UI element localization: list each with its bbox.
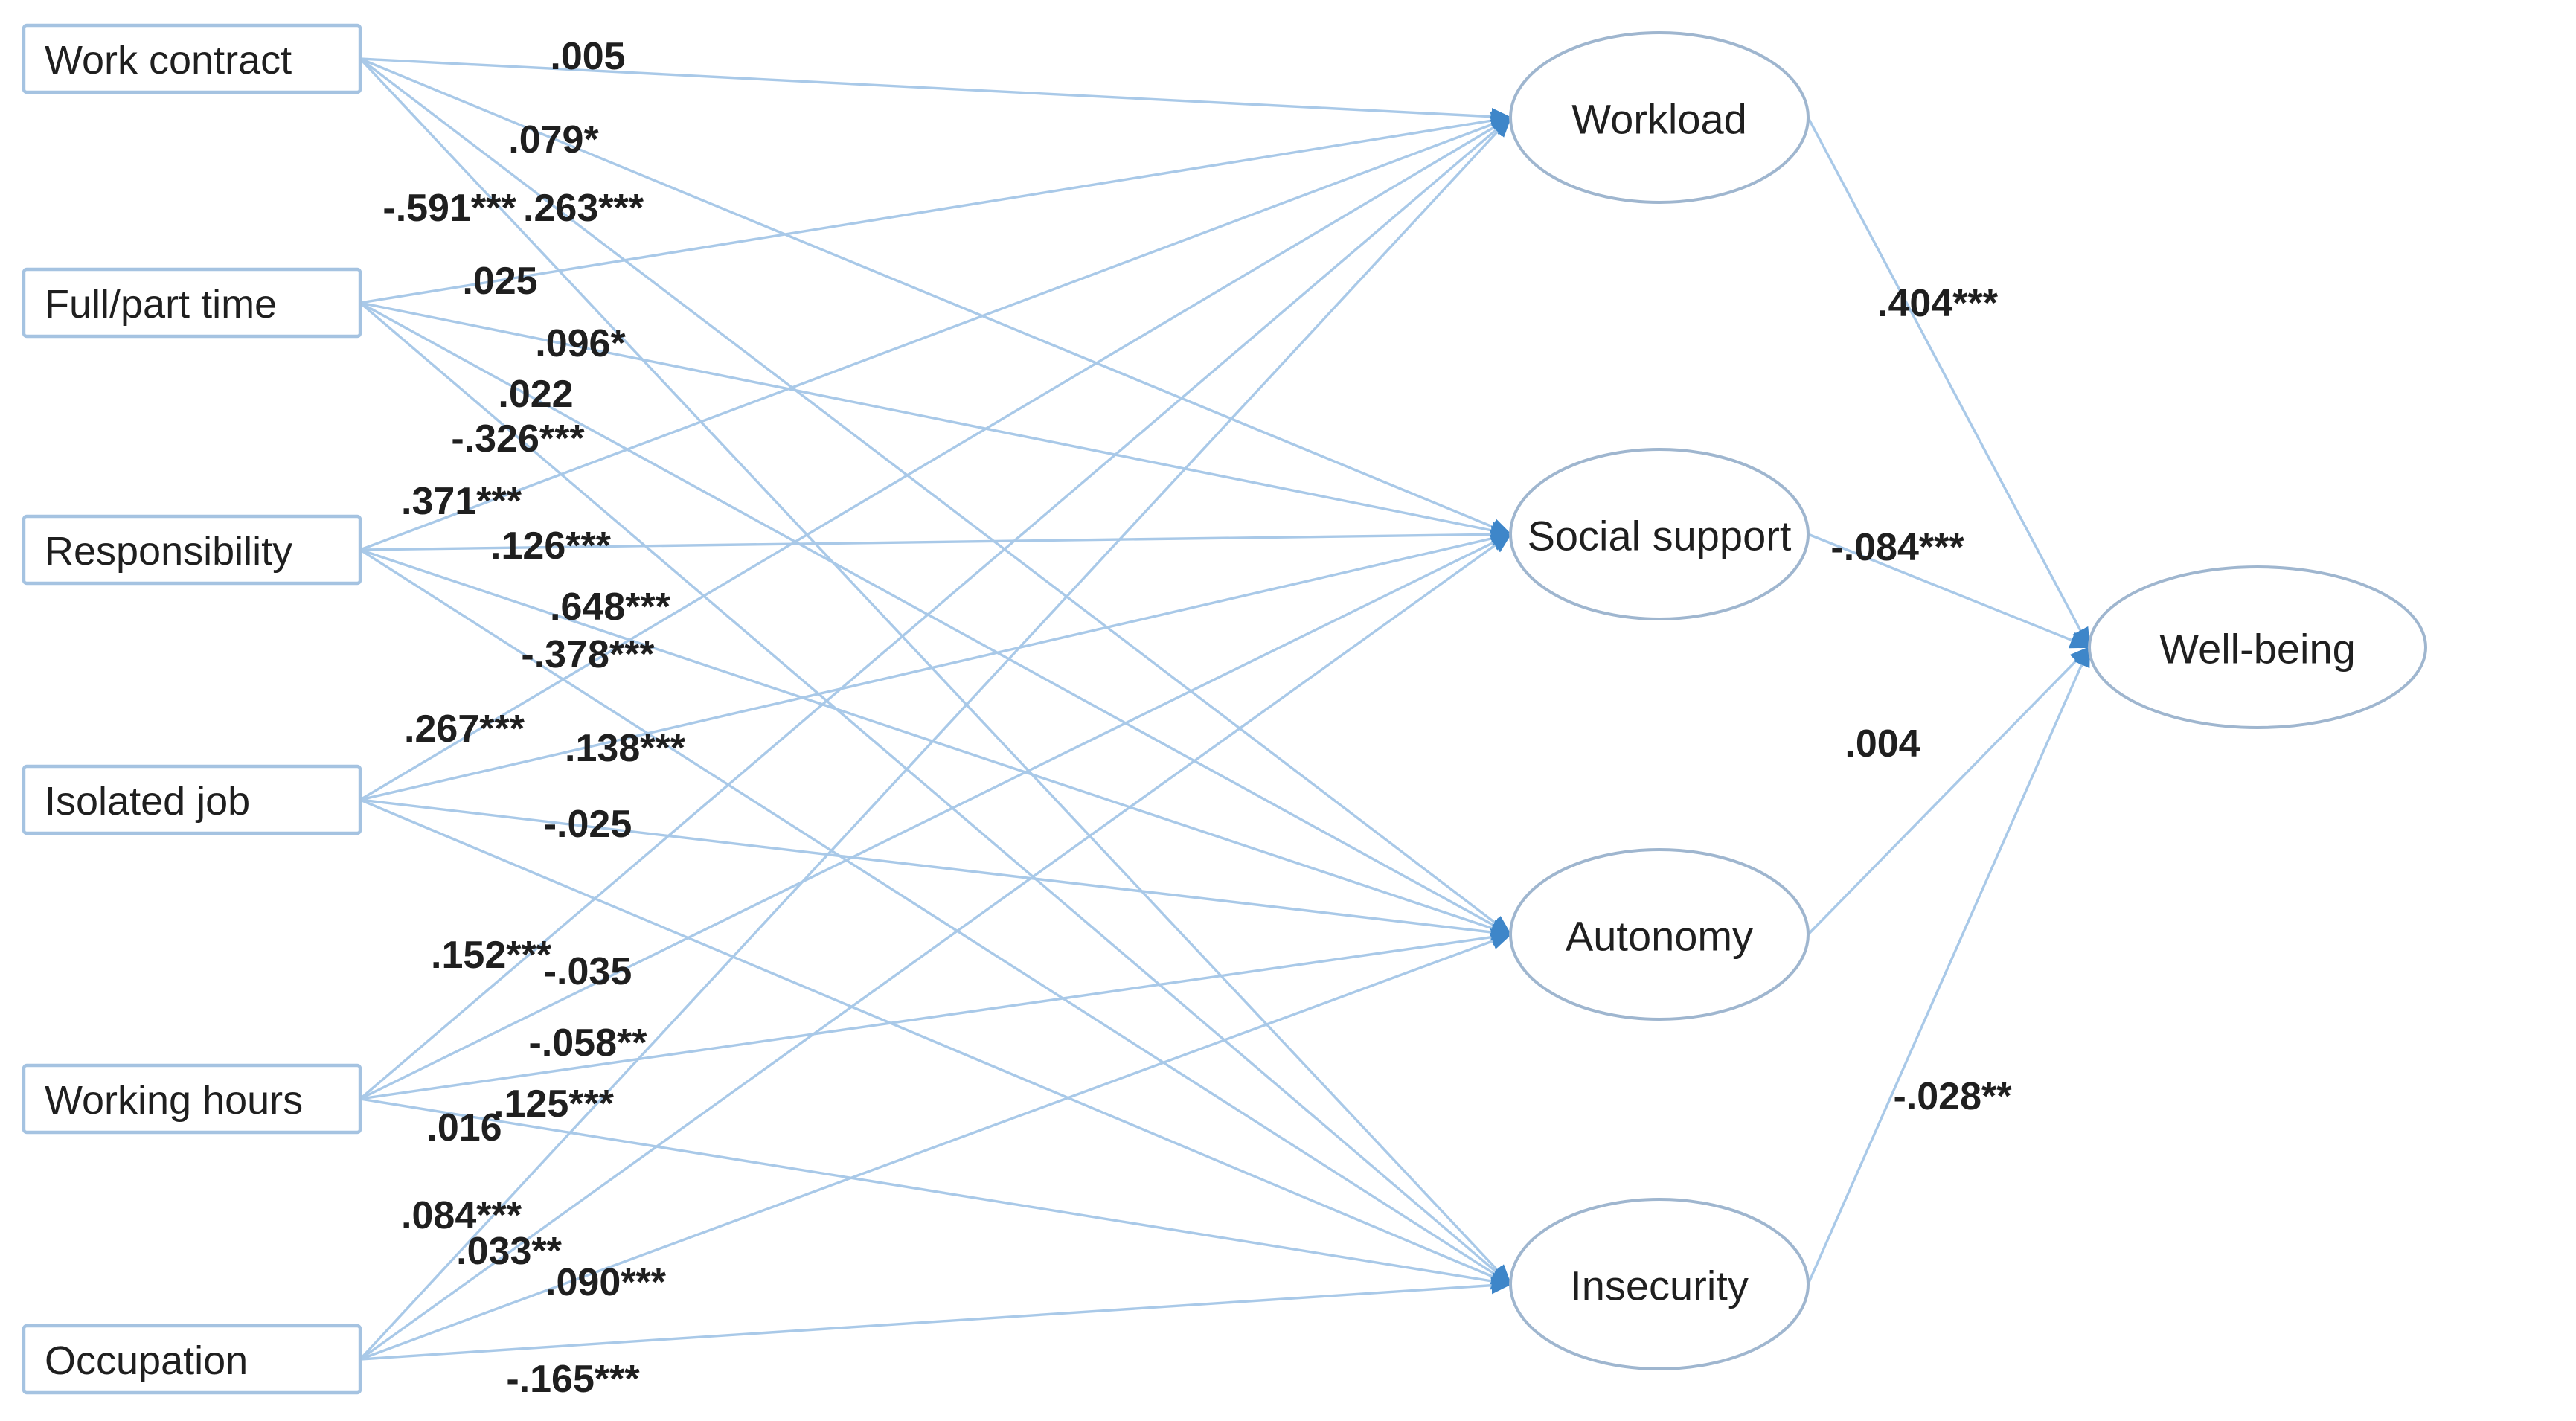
coefficient-full-part-time-insecurity: -.326*** bbox=[451, 417, 585, 461]
coefficient-full-part-time-workload: .025 bbox=[462, 260, 537, 303]
coefficient-responsibility-autonomy: .648*** bbox=[550, 586, 671, 629]
coefficient-isolated-job-insecurity: .152*** bbox=[431, 934, 552, 977]
path-working-hours-to-workload bbox=[359, 116, 1512, 1100]
coefficient-occupation-workload: .084*** bbox=[401, 1194, 522, 1237]
path-responsibility-to-autonomy bbox=[359, 548, 1513, 937]
path-working-hours-to-autonomy bbox=[359, 928, 1513, 1100]
predictor-box-work-contract bbox=[22, 23, 362, 94]
predictor-box-working-hours bbox=[22, 1063, 362, 1135]
latent-label-well-being: Well-being bbox=[2159, 626, 2356, 673]
coefficient-social-support-well-being: -.084*** bbox=[1830, 526, 1964, 569]
predictor-label-full-part-time: Full/part time bbox=[45, 282, 277, 327]
path-responsibility-to-social-support bbox=[359, 525, 1513, 551]
coefficient-responsibility-insecurity: -.378*** bbox=[521, 633, 655, 676]
path-full-part-time-to-autonomy bbox=[359, 301, 1513, 936]
path-insecurity-to-well-being bbox=[1807, 645, 2091, 1285]
coefficient-occupation-autonomy: .090*** bbox=[545, 1261, 667, 1304]
coefficient-workload-well-being: .404*** bbox=[1877, 282, 1999, 325]
coefficient-working-hours-social-support: -.058** bbox=[529, 1021, 648, 1065]
path-isolated-job-to-autonomy bbox=[359, 798, 1513, 941]
latent-label-autonomy: Autonomy bbox=[1566, 913, 1753, 960]
predictor-box-full-part-time bbox=[22, 267, 362, 339]
coefficient-responsibility-workload: .371*** bbox=[401, 480, 522, 523]
coefficient-occupation-insecurity: -.165*** bbox=[506, 1358, 640, 1401]
coefficient-full-part-time-autonomy: .022 bbox=[498, 373, 573, 416]
predictor-box-responsibility bbox=[22, 514, 362, 586]
predictor-label-responsibility: Responsibility bbox=[45, 529, 292, 574]
latent-ellipse-workload bbox=[1509, 31, 1810, 204]
predictor-label-isolated-job: Isolated job bbox=[45, 779, 250, 824]
latent-ellipse-autonomy bbox=[1509, 848, 1810, 1021]
coefficient-isolated-job-autonomy: -.025 bbox=[544, 803, 632, 846]
coefficient-working-hours-insecurity: .016 bbox=[426, 1106, 502, 1149]
predictor-label-working-hours: Working hours bbox=[45, 1078, 303, 1123]
latent-label-workload: Workload bbox=[1571, 96, 1747, 143]
predictor-label-work-contract: Work contract bbox=[45, 38, 292, 83]
predictor-label-occupation: Occupation bbox=[45, 1338, 248, 1383]
path-isolated-job-to-social-support bbox=[359, 530, 1513, 801]
path-full-part-time-to-social-support bbox=[359, 301, 1513, 539]
path-workload-to-well-being bbox=[1807, 117, 2091, 649]
coefficient-occupation-social-support: .033** bbox=[456, 1230, 562, 1273]
predictor-box-isolated-job bbox=[22, 764, 362, 835]
path-work-contract-to-social-support bbox=[359, 57, 1513, 536]
latent-ellipse-well-being bbox=[2088, 565, 2427, 729]
coefficient-work-contract-autonomy: .263*** bbox=[523, 187, 644, 230]
coefficient-autonomy-well-being: .004 bbox=[1845, 722, 1920, 766]
path-responsibility-to-workload bbox=[359, 116, 1513, 551]
path-autonomy-to-well-being bbox=[1807, 646, 2091, 936]
latent-label-social-support: Social support bbox=[1528, 513, 1792, 559]
path-responsibility-to-insecurity bbox=[359, 548, 1512, 1286]
latent-label-insecurity: Insecurity bbox=[1570, 1263, 1749, 1309]
path-social-support-to-well-being bbox=[1807, 533, 2092, 649]
coefficient-working-hours-workload: -.035 bbox=[544, 950, 632, 993]
path-full-part-time-to-workload bbox=[359, 112, 1513, 304]
path-occupation-to-social-support bbox=[359, 533, 1512, 1361]
coefficient-work-contract-workload: .005 bbox=[550, 35, 625, 78]
coefficient-work-contract-insecurity: -.591*** bbox=[382, 187, 516, 230]
path-work-contract-to-autonomy bbox=[359, 57, 1512, 936]
coefficient-insecurity-well-being: -.028** bbox=[1894, 1075, 2013, 1118]
path-occupation-to-insecurity bbox=[359, 1277, 1513, 1361]
latent-ellipse-social-support bbox=[1509, 448, 1810, 620]
coefficient-full-part-time-social-support: .096* bbox=[535, 322, 626, 365]
coefficient-work-contract-social-support: .079* bbox=[508, 118, 599, 161]
coefficient-isolated-job-workload: .267*** bbox=[404, 708, 525, 751]
path-working-hours-to-social-support bbox=[359, 533, 1513, 1100]
path-work-contract-to-workload bbox=[359, 57, 1513, 126]
coefficient-isolated-job-social-support: .138*** bbox=[565, 727, 686, 770]
path-occupation-to-autonomy bbox=[359, 932, 1513, 1361]
coefficient-working-hours-autonomy: .125*** bbox=[493, 1082, 615, 1126]
predictor-box-occupation bbox=[22, 1324, 362, 1395]
path-isolated-job-to-insecurity bbox=[359, 798, 1513, 1286]
latent-ellipse-insecurity bbox=[1509, 1198, 1810, 1370]
coefficient-responsibility-social-support: .126*** bbox=[490, 525, 612, 568]
path-work-contract-to-insecurity bbox=[359, 57, 1512, 1286]
path-working-hours-to-insecurity bbox=[359, 1097, 1513, 1290]
path-occupation-to-workload bbox=[359, 116, 1512, 1361]
path-isolated-job-to-workload bbox=[359, 116, 1513, 801]
path-full-part-time-to-insecurity bbox=[359, 301, 1512, 1286]
